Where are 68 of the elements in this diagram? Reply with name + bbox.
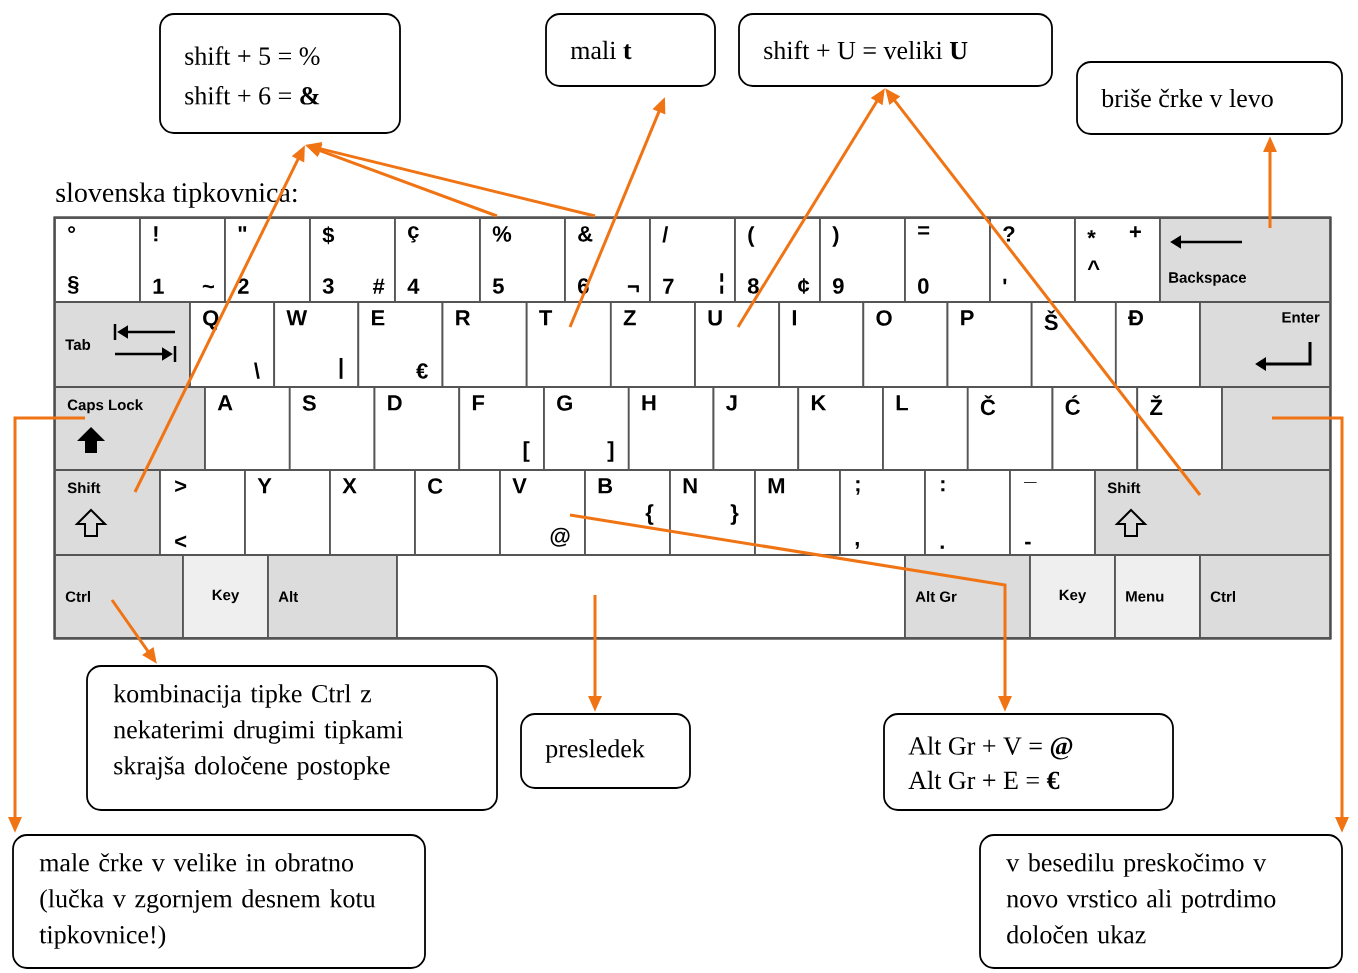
key: ç 4 — [394, 217, 481, 303]
key: P — [946, 301, 1033, 388]
key: V @ — [499, 469, 586, 556]
key: M — [754, 469, 841, 556]
key: Tab — [54, 301, 191, 388]
key: R — [441, 301, 528, 388]
key: Ctrl — [1199, 554, 1331, 639]
callout-box: briše črke v levo — [1076, 61, 1343, 135]
key: ° § — [54, 217, 141, 303]
key: Y — [244, 469, 331, 556]
key: Backspace — [1159, 217, 1331, 303]
callout-box: presledek — [520, 713, 691, 789]
key: * + ^ — [1074, 217, 1161, 303]
key: $ 3 # — [309, 217, 396, 303]
key: _ - — [1009, 469, 1096, 556]
key: S — [288, 386, 376, 471]
key: N } — [669, 469, 756, 556]
key: Key — [1029, 554, 1116, 639]
key: = 0 — [904, 217, 991, 303]
key: C — [414, 469, 501, 556]
key: ; , — [839, 469, 926, 556]
key: " 2 — [224, 217, 311, 303]
key: Alt — [267, 554, 398, 639]
key: D — [373, 386, 461, 471]
key: T — [525, 301, 612, 388]
key: Menu — [1114, 554, 1201, 639]
key: I — [778, 301, 865, 388]
key: Caps Lock — [54, 386, 206, 471]
key: Shift — [54, 469, 161, 556]
key: J — [712, 386, 800, 471]
key: Đ — [1114, 301, 1201, 388]
key: X — [329, 469, 416, 556]
key: ! 1 ~ — [139, 217, 226, 303]
key: ? ' — [989, 217, 1076, 303]
key: Ž — [1136, 386, 1223, 471]
callout-box: mali t — [545, 13, 716, 87]
callout-box: Alt Gr + V = @ Alt Gr + E = € — [883, 713, 1174, 811]
key: Z — [609, 301, 696, 388]
key: L — [882, 386, 969, 471]
key: : . — [924, 469, 1011, 556]
key: Š — [1030, 301, 1117, 388]
key: F [ — [458, 386, 545, 471]
key: A — [204, 386, 291, 471]
callout-box: v besedilu preskočimo v novo vrstico ali potrdimo določen ukaz — [979, 834, 1343, 969]
callout-box: shift + 5 = % shift + 6 = & — [159, 13, 401, 134]
key: ) 9 — [819, 217, 906, 303]
key: B { — [584, 469, 671, 556]
key: Ć — [1051, 386, 1139, 471]
key: K — [797, 386, 884, 471]
key: Alt Gr — [904, 554, 1031, 639]
callout-box: shift + U = veliki U — [738, 13, 1053, 87]
key: / 7 ¦ — [649, 217, 736, 303]
key: Key — [182, 554, 269, 639]
key: H — [627, 386, 715, 471]
callout-box: kombinacija tipke Ctrl z nekaterimi drugimi tipkami skrajša določene postopke — [86, 665, 498, 811]
key: G ] — [543, 386, 630, 471]
key: Č — [966, 386, 1054, 471]
key: Ctrl — [54, 554, 184, 639]
key — [1221, 386, 1331, 471]
key: O — [862, 301, 949, 388]
key: Enter — [1199, 301, 1331, 388]
key: U — [694, 301, 781, 388]
key: % 5 — [479, 217, 566, 303]
key: E € — [357, 301, 444, 388]
callout-box: male črke v velike in obratno (lučka v zgornjem desnem kotu tipkovnice!) — [12, 834, 426, 969]
key: ( 8 ¢ — [734, 217, 821, 303]
key: > < — [159, 469, 246, 556]
key: W | — [273, 301, 360, 388]
